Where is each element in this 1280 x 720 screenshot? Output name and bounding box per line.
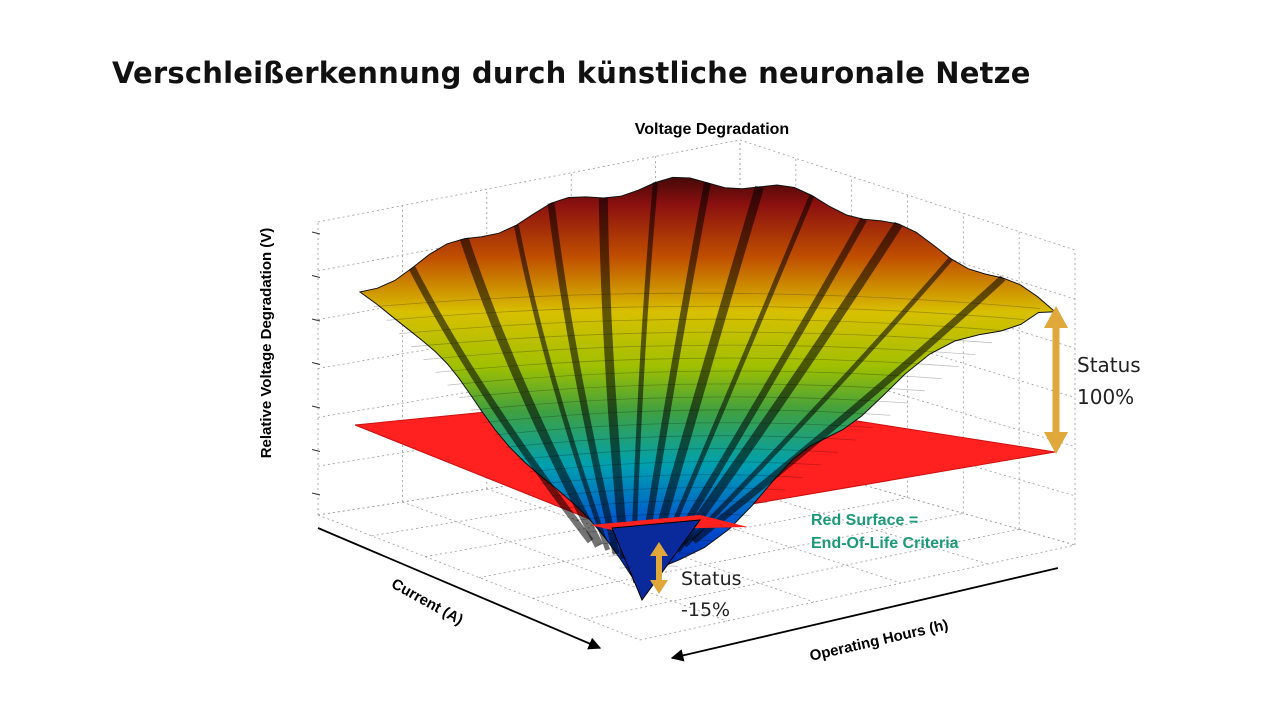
grid-line [739,346,1076,448]
z-tick [311,405,321,409]
z-tick [311,275,321,278]
surface-ridge [547,202,620,555]
slide-title: Verschleißerkennung durch künstliche neu… [112,56,1031,90]
current-axis-arrow [317,527,602,650]
red-surface-note-line2: End-Of-Life Criteria [811,535,959,552]
status-minus15-annotation: Status -15% [650,542,742,621]
surface-ridge [664,217,867,556]
surface-mesh-line [447,370,942,386]
surface-ridge [513,224,611,551]
surface-mesh-line [471,396,908,411]
surface-ridge [691,275,1006,545]
surface-mesh-line [494,422,874,436]
axes [311,231,1059,662]
operating-hours-axis-arrow [670,567,1059,662]
status-100-line2: 100% [1077,385,1134,409]
surface-mesh-line [574,513,750,521]
grid-line [739,139,1076,251]
surface-ridge [598,197,630,559]
surface-ridge [630,182,658,563]
surface-mesh-line [505,435,856,448]
status-100-arrow [1044,306,1068,454]
surface-mesh-line [386,305,1025,321]
surface-mesh-line [399,318,1009,334]
chart-title: Voltage Degradation [635,121,789,138]
surface-mesh-line [563,500,768,509]
surface-ridge [646,185,764,564]
surface-ridge [683,257,953,548]
surface-ridge [638,182,711,568]
grid-line [532,512,964,599]
degradation-surface [358,176,1057,584]
status-minus15-line1: Status [681,568,742,590]
surface-mesh-line [528,461,821,473]
surface-mesh-line [517,448,839,460]
surface-mesh-line [411,331,993,348]
y-axis-label: Current (A) [388,575,465,628]
surface-mesh-line [423,344,976,360]
status-100-annotation: Status 100% [1044,306,1141,454]
z-tick [311,362,321,365]
grid-line [639,544,1076,641]
z-tick [311,492,321,496]
surface-ridge [408,266,594,544]
grid-line [586,528,1020,620]
surface-ridge [656,194,815,560]
z-axis-label: Relative Voltage Degradation (V) [258,228,275,459]
surface-mesh-line [551,487,786,497]
surface-mesh-line [435,357,959,373]
grid-line [317,191,741,272]
surface-mesh-line [482,409,891,423]
status-minus15-arrow [650,542,668,594]
surface-mesh-line [540,474,803,485]
red-surface-note-line1: Red Surface = [811,512,918,529]
x-axis-label: Operating Hours (h) [808,616,950,664]
z-tick [311,318,321,322]
surface-mesh-line [373,292,1041,309]
grid-line [739,449,1076,546]
surface-mesh-line [459,383,925,398]
status-100-line1: Status [1077,353,1141,377]
surface-ridge [672,221,903,553]
grid-line [739,397,1076,497]
status-minus15-line2: -15% [681,599,730,621]
surface-ridge [460,237,604,548]
grid-line [317,139,741,223]
red-surface-note: Red Surface = End-Of-Life Criteria [811,512,959,552]
z-tick [311,231,321,235]
grid-line [371,465,796,537]
z-tick [311,449,321,452]
